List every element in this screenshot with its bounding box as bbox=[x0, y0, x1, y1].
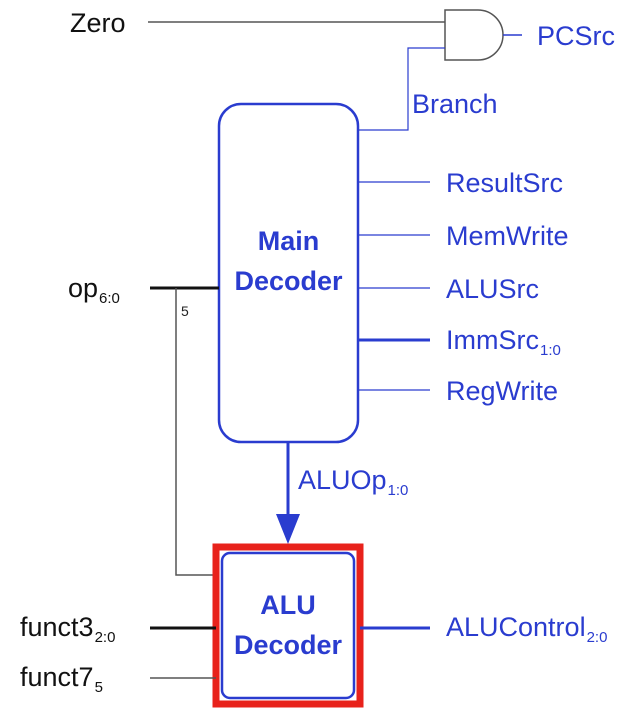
main-decoder-title-line1: Main bbox=[257, 226, 320, 256]
aluop-label-base: ALUOp bbox=[298, 465, 387, 495]
alusrc-label: ALUSrc bbox=[446, 274, 540, 304]
aluop-arrowhead bbox=[276, 514, 300, 544]
op-bits-label: 5 bbox=[181, 303, 189, 319]
and-gate bbox=[444, 9, 504, 61]
immsrc-label-base: ImmSrc bbox=[446, 325, 539, 355]
resultsrc-label: ResultSrc bbox=[446, 168, 564, 198]
regwrite-label: RegWrite bbox=[446, 376, 559, 406]
memwrite-label: MemWrite bbox=[446, 221, 569, 251]
op-tap-wire bbox=[175, 288, 216, 576]
zero-label: Zero bbox=[70, 8, 126, 38]
alu-decoder-title: ALU Decoder bbox=[222, 585, 354, 665]
alucontrol-label: ALUControl2:0 bbox=[446, 612, 607, 646]
alu-decoder-title-line1: ALU bbox=[260, 590, 316, 620]
funct3-label-subscript: 2:0 bbox=[94, 629, 116, 646]
branch-label: Branch bbox=[412, 89, 498, 119]
op-label-subscript: 6:0 bbox=[99, 290, 120, 307]
aluop-label-subscript: 1:0 bbox=[387, 482, 409, 499]
funct3-label-base: funct3 bbox=[20, 612, 94, 642]
immsrc-label-subscript: 1:0 bbox=[539, 342, 561, 359]
branch-wire bbox=[358, 47, 445, 131]
pcsrc-label: PCSrc bbox=[537, 21, 616, 51]
funct7-label-subscript: 5 bbox=[94, 679, 103, 696]
main-decoder-title: Main Decoder bbox=[219, 221, 358, 301]
main-decoder-title-line2: Decoder bbox=[234, 266, 343, 296]
funct7-label: funct75 bbox=[20, 662, 103, 696]
funct3-label: funct32:0 bbox=[20, 612, 115, 646]
alucontrol-label-subscript: 2:0 bbox=[586, 629, 608, 646]
funct7-label-base: funct7 bbox=[20, 662, 94, 692]
immsrc-label: ImmSrc1:0 bbox=[446, 325, 561, 359]
aluop-label: ALUOp1:0 bbox=[298, 465, 408, 499]
alucontrol-label-base: ALUControl bbox=[446, 612, 586, 642]
alu-decoder-title-line2: Decoder bbox=[233, 630, 343, 660]
op-label: op6:0 bbox=[68, 273, 120, 307]
op-label-base: op bbox=[68, 273, 99, 303]
alu-decoder-block bbox=[220, 551, 356, 700]
